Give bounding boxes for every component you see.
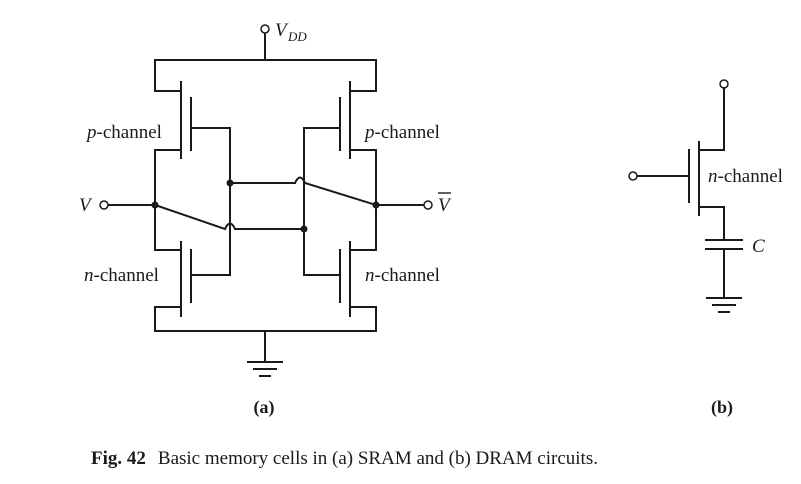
n-channel-right-label: n-channel <box>365 265 440 286</box>
left-gate-node-dot <box>226 179 234 187</box>
wire-crossover-hop-right <box>294 176 306 184</box>
vdd-label: V <box>275 20 289 41</box>
output-v-bar-label: V <box>438 195 452 216</box>
n-channel-left-label: n-channel <box>84 265 159 286</box>
dram-n-channel-label: n-channel <box>708 166 783 187</box>
panel-label-a: (a) <box>254 397 275 418</box>
input-terminal <box>99 200 109 210</box>
wordline-terminal <box>628 171 638 181</box>
p-channel-right-label: p-channel <box>363 122 440 143</box>
n-channel-transistor-right <box>303 204 377 332</box>
figure-caption: Fig. 42 Basic memory cells in (a) SRAM an… <box>91 448 598 469</box>
capacitor-c-label: C <box>752 236 765 257</box>
figure-number: Fig. 42 <box>91 448 146 469</box>
vdd-subscript: DD <box>287 29 307 44</box>
right-gate-node-dot <box>300 225 308 233</box>
storage-capacitor <box>705 239 743 250</box>
sram-circuit: V DD p-channel p-channel <box>79 20 452 418</box>
cross-wire-to-output-node <box>303 181 378 207</box>
bitline-terminal <box>719 79 729 89</box>
caption-text: Basic memory cells in (a) SRAM and (b) D… <box>158 448 598 469</box>
input-v-label: V <box>79 195 93 216</box>
p-channel-transistor-left <box>154 81 231 206</box>
p-channel-transistor-right <box>303 81 377 231</box>
output-terminal <box>423 200 433 210</box>
cross-wire-from-input-node <box>153 203 227 231</box>
vdd-terminal <box>260 24 270 34</box>
dram-circuit: n-channel C (b) <box>628 79 783 418</box>
n-channel-transistor-left <box>154 204 231 332</box>
ground-symbol <box>247 361 283 377</box>
dram-ground-symbol <box>706 297 742 313</box>
p-channel-left-label: p-channel <box>85 122 162 143</box>
panel-label-b: (b) <box>711 397 733 418</box>
